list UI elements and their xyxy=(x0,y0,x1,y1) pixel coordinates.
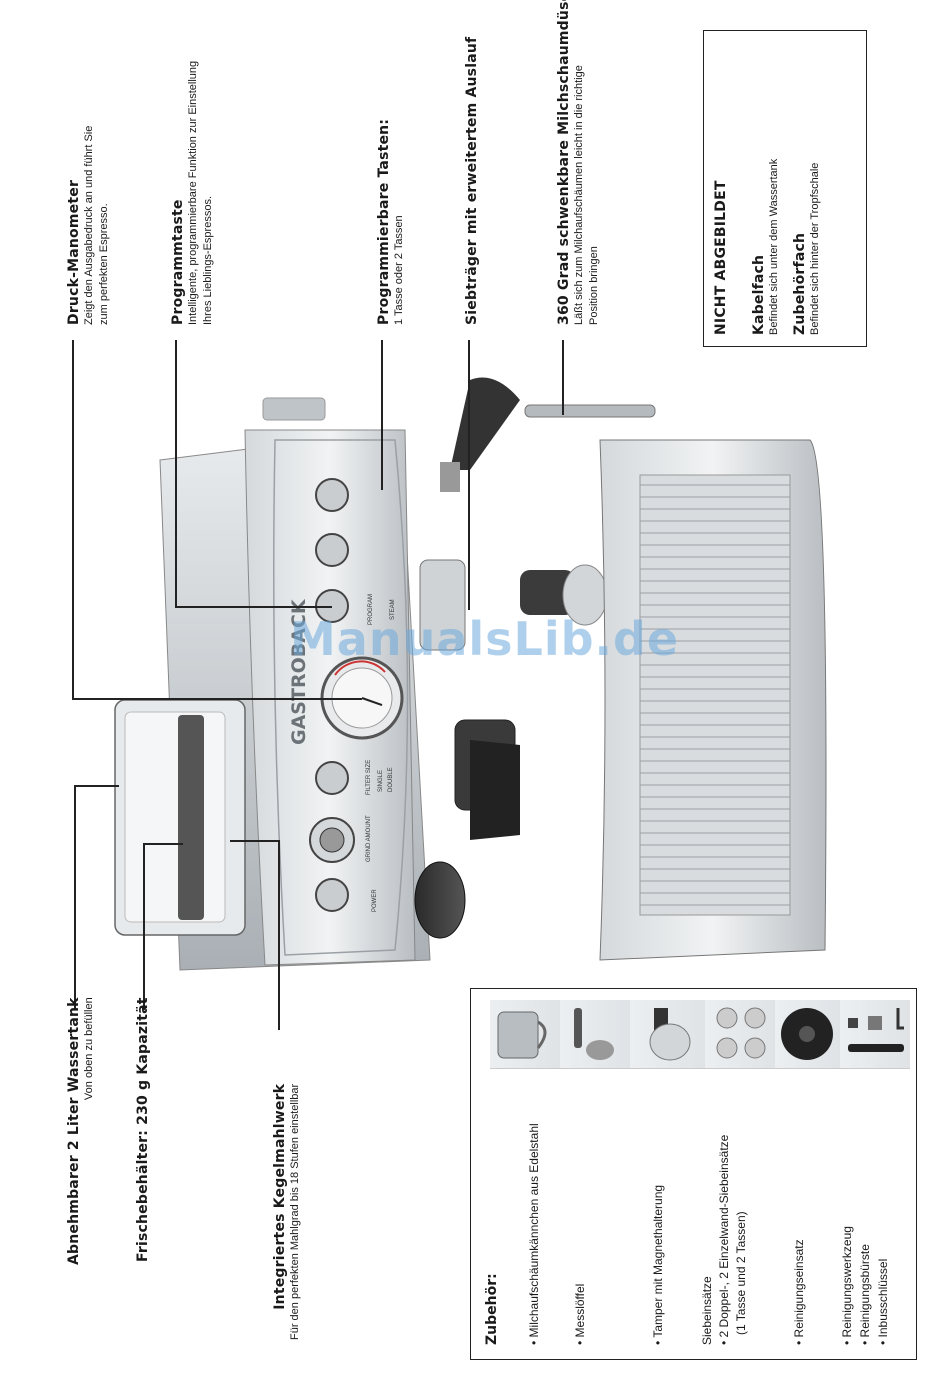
label-tank: Abnehmbarer 2 Liter Wassertank Von oben … xyxy=(66,997,97,1265)
leader-hopper-v xyxy=(143,843,145,1010)
accessory-image-jug xyxy=(490,1000,560,1069)
accessory-image-tools xyxy=(840,1000,910,1069)
group-head xyxy=(419,559,466,651)
control-buttons xyxy=(315,478,349,912)
accessory-item-3: • Tamper mit Magnethalterung xyxy=(651,1184,665,1345)
label-grinder-line1: Für den perfekten Mahlgrad bis 18 Stufen… xyxy=(289,1083,301,1340)
not-shown-item-2-title: Zubehörfach xyxy=(792,232,808,335)
panel-label-power: POWER xyxy=(372,889,378,912)
label-manometer-line1: Zeigt den Ausgabedruck an und führt Sie xyxy=(83,125,95,325)
watermark: ManualsLib.de xyxy=(290,612,680,666)
drip-grate xyxy=(639,474,791,916)
accessory-item-4: Siebeinsätze xyxy=(700,1276,714,1345)
label-steam-title: 360 Grad schwenkbare Milchschaumdüse xyxy=(556,0,572,325)
accessory-item-6: (1 Tasse und 2 Tassen) xyxy=(734,1211,748,1335)
panel-label-double: DOUBLE xyxy=(388,767,394,792)
not-shown-item-2-text: Befindet sich hinter der Tropfschale xyxy=(809,162,821,335)
label-grinder: Integriertes Kegelmahlwerk Für den perfe… xyxy=(272,1084,303,1340)
panel-label-filter-size: FILTER SIZE xyxy=(366,759,372,795)
label-program: Programmtaste Intelligente, programmierb… xyxy=(170,61,216,325)
not-shown-item-1-text: Befindet sich unter dem Wassertank xyxy=(768,158,780,335)
leader-manometer-h xyxy=(72,698,362,700)
leader-program-h xyxy=(175,606,332,608)
accessory-item-1: • Milchaufschäumkännchen aus Edelstahl xyxy=(527,1123,541,1345)
leader-hopper-h xyxy=(143,843,183,845)
leader-program-v xyxy=(175,340,177,606)
label-grinder-title: Integriertes Kegelmahlwerk xyxy=(272,1083,288,1310)
panel-label-grind: GRIND AMOUNT xyxy=(366,815,372,862)
not-shown-heading: NICHT ABGEBILDET xyxy=(713,180,729,335)
tamper xyxy=(414,861,466,939)
label-steam: 360 Grad schwenkbare Milchschaumdüse Läß… xyxy=(556,0,602,325)
steam-wand xyxy=(440,377,656,492)
accessory-image-spoon xyxy=(560,1000,630,1069)
accessory-item-10: • Inbusschlüssel xyxy=(876,1258,890,1345)
label-program-line2: Ihres Lieblings-Espressos. xyxy=(202,195,214,325)
label-program-title: Programmtaste xyxy=(170,199,186,325)
label-manometer-line2: zum perfekten Espresso. xyxy=(98,203,110,325)
label-tank-title: Abnehmbarer 2 Liter Wassertank xyxy=(66,997,82,1265)
label-buttons-title: Programmierbare Tasten: xyxy=(376,118,392,325)
accessory-item-5: • 2 Doppel-, 2 Einzelwand-Siebeinsätze xyxy=(717,1134,731,1345)
label-manometer: Druck-Manometer Zeigt den Ausgabedruck a… xyxy=(66,126,112,325)
water-tank-lid xyxy=(262,397,326,421)
label-filter-title: Siebträger mit erweitertem Auslauf xyxy=(464,36,480,325)
accessory-image-cleaning-disc xyxy=(775,1000,840,1069)
brand-logo: GASTROBACK xyxy=(288,598,310,745)
accessory-item-8: • Reinigungswerkzeug xyxy=(840,1226,854,1345)
leader-grinder-v xyxy=(278,840,280,1030)
label-manometer-title: Druck-Manometer xyxy=(66,179,82,325)
accessory-item-2: • Messlöffel xyxy=(573,1283,587,1345)
panel-label-single: SINGLE xyxy=(378,769,384,792)
label-buttons: Programmierbare Tasten: 1 Tasse oder 2 T… xyxy=(376,119,407,325)
label-steam-line1: Läßt sich zum Milchaufschäumen leicht in… xyxy=(573,65,585,325)
accessories-heading: Zubehör: xyxy=(484,1273,500,1345)
not-shown-box xyxy=(703,30,867,347)
not-shown-content: NICHT ABGEBILDET Kabelfach Befindet sich… xyxy=(713,159,823,335)
label-hopper: Frischebehälter: 230 g Kapazität xyxy=(135,997,151,1262)
label-hopper-title: Frischebehälter: 230 g Kapazität xyxy=(135,997,151,1262)
accessory-item-7: • Reinigungseinsatz xyxy=(792,1239,806,1345)
label-tank-line1: Von oben zu befüllen xyxy=(83,997,95,1101)
label-filter: Siebträger mit erweitertem Auslauf xyxy=(464,37,480,325)
label-program-line1: Intelligente, programmierbare Funktion z… xyxy=(187,60,199,325)
accessory-item-9: • Reinigungsbürste xyxy=(858,1244,872,1345)
not-shown-item-1-title: Kabelfach xyxy=(751,254,767,335)
leader-steam-v xyxy=(562,340,564,415)
leader-manometer-v xyxy=(72,340,74,698)
accessory-image-filters xyxy=(705,1000,775,1069)
leader-buttons-v xyxy=(381,340,383,490)
leader-grinder-h xyxy=(230,840,278,842)
leader-filter-v xyxy=(468,340,470,610)
accessory-image-tamper xyxy=(630,1000,705,1069)
label-steam-line2: Position bringen xyxy=(588,246,600,325)
leader-tank-v xyxy=(74,785,76,1010)
label-buttons-line1: 1 Tasse oder 2 Tassen xyxy=(393,215,405,325)
leader-tank-h xyxy=(74,785,119,787)
